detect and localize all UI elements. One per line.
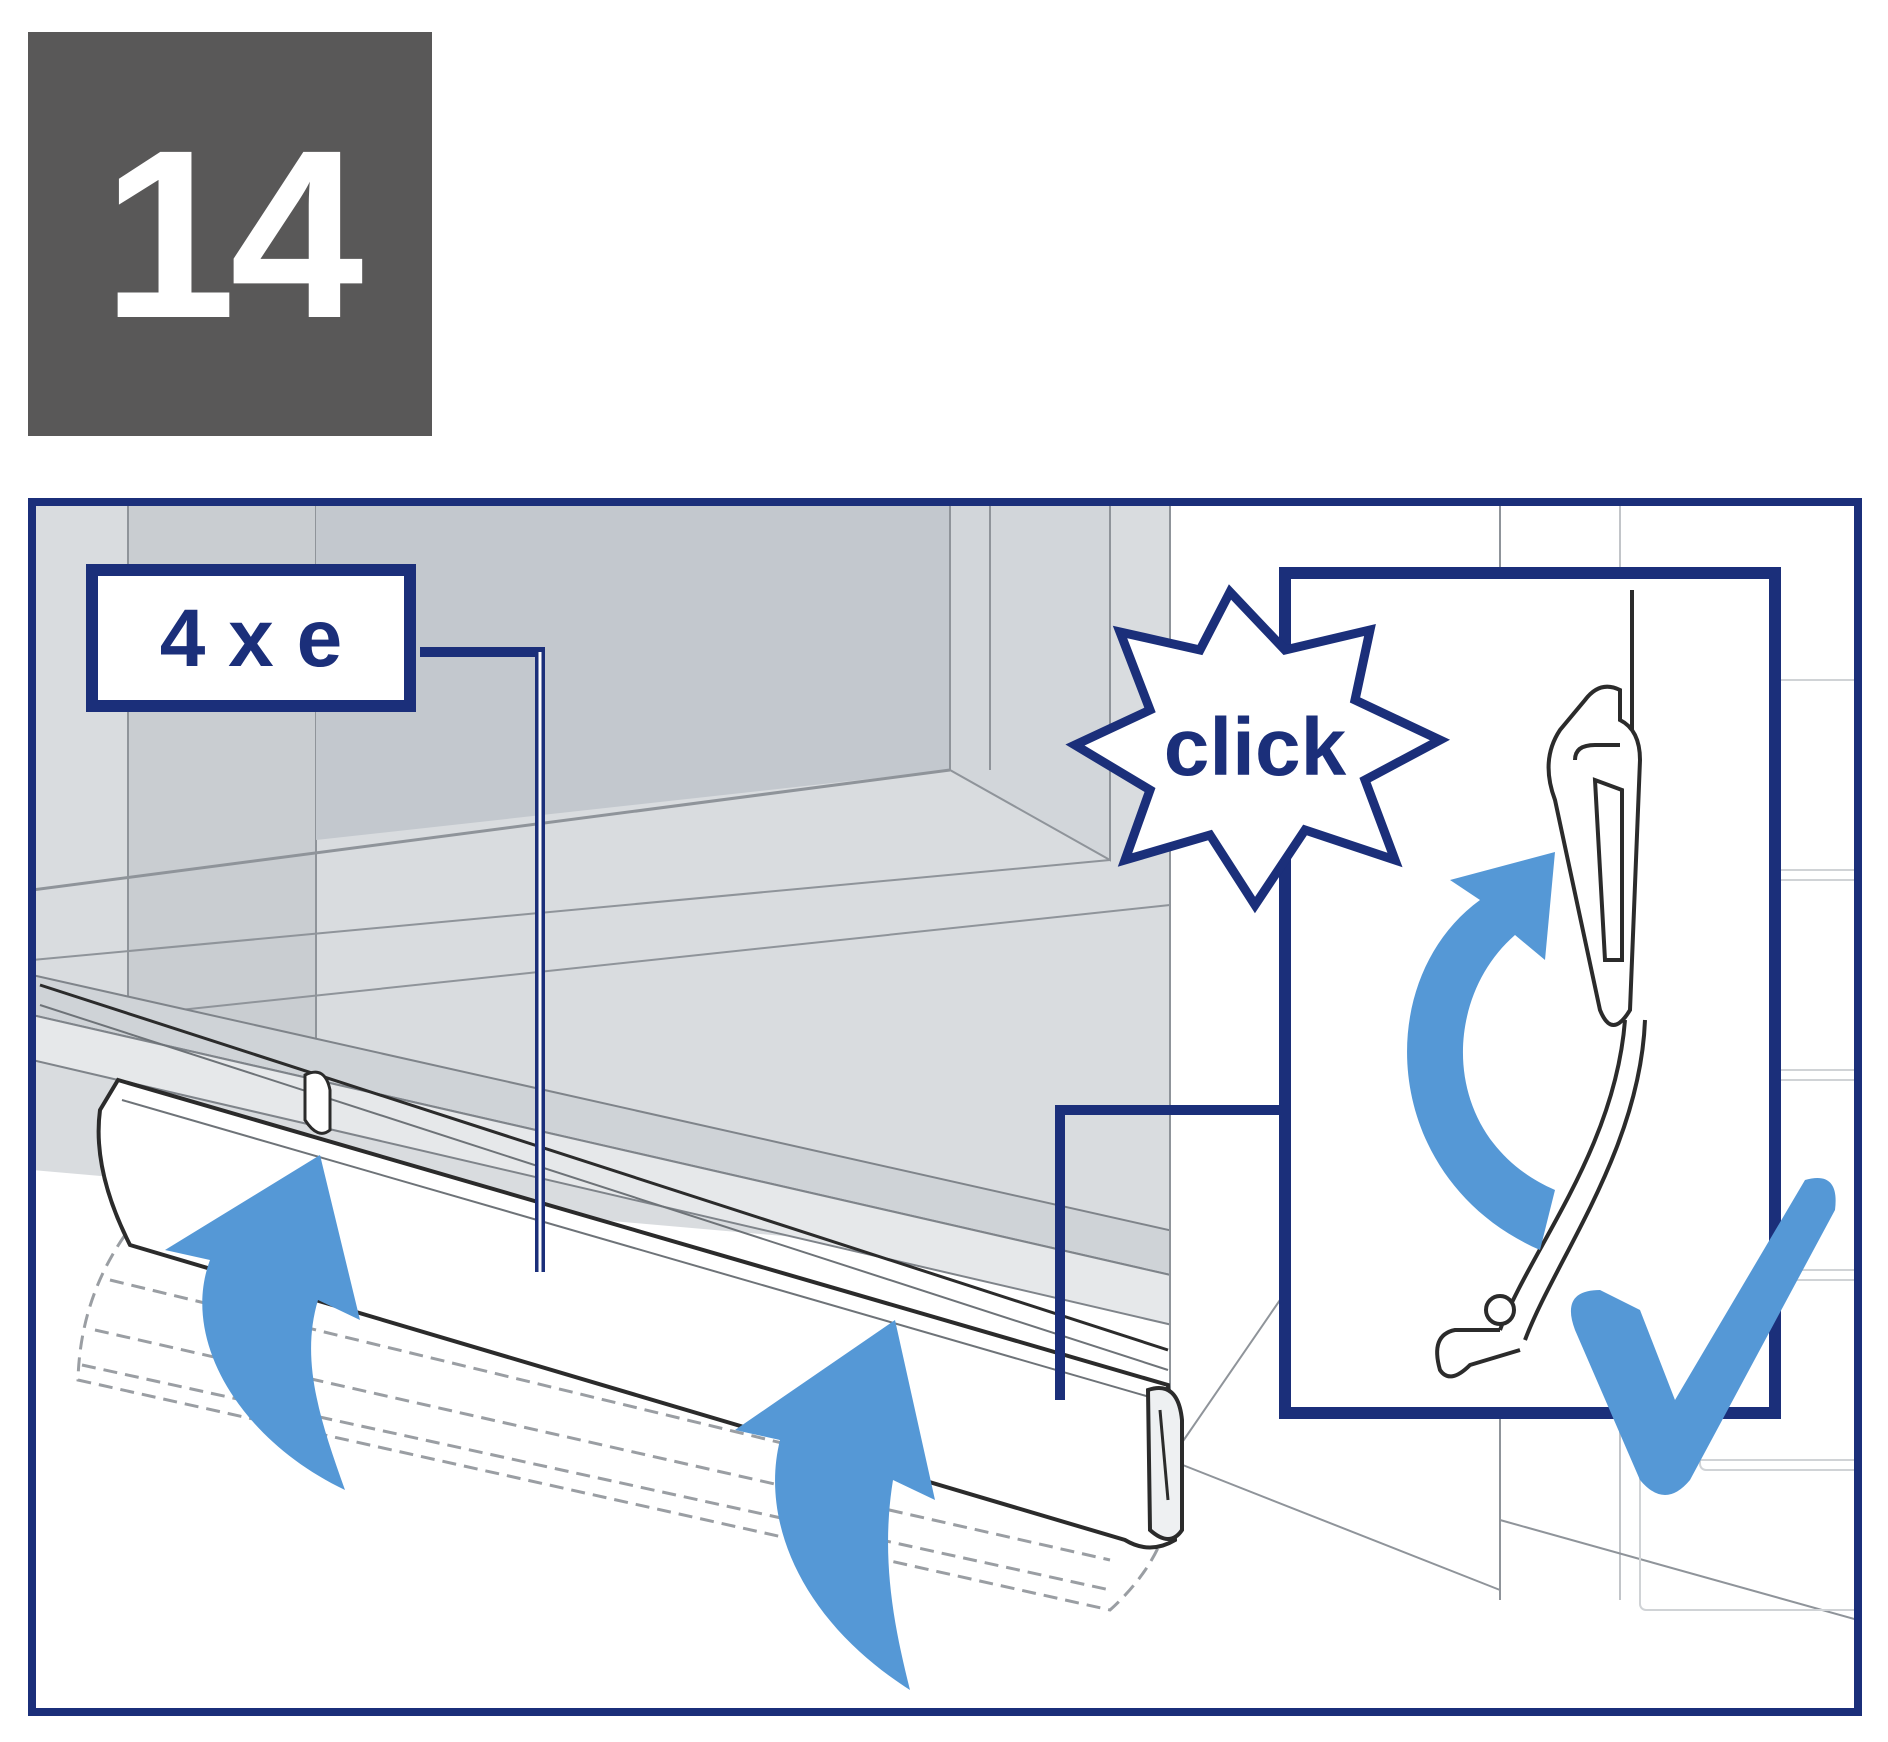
detail-leader-line xyxy=(1055,1105,1280,1400)
illustration-frame xyxy=(28,498,1862,1716)
clip-profile xyxy=(1546,684,1643,1027)
checkmark-icon xyxy=(1570,1178,1836,1495)
click-sound-label: click xyxy=(1164,702,1347,793)
curved-up-arrow-icon xyxy=(165,1155,360,1490)
glass-pane xyxy=(316,502,950,840)
quantity-label: 4 x e xyxy=(86,564,416,712)
curved-up-arrow-icon xyxy=(1407,852,1555,1250)
detail-inset xyxy=(1279,567,1781,1419)
curved-up-arrow-icon xyxy=(735,1320,935,1690)
starburst-icon: click xyxy=(1065,584,1451,914)
step-number-badge: 14 xyxy=(28,32,432,436)
quantity-text: 4 x e xyxy=(160,593,342,684)
step-number: 14 xyxy=(102,100,364,368)
